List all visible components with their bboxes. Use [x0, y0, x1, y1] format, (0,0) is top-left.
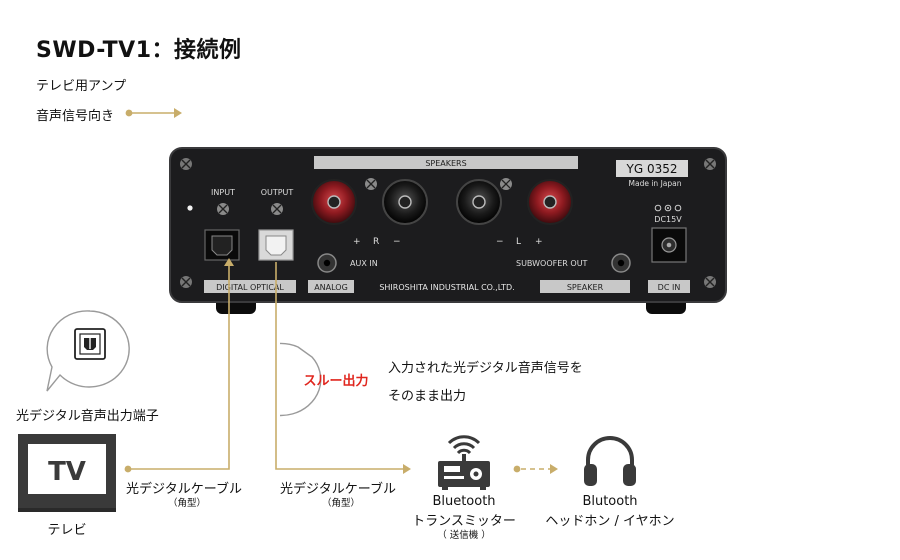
l-channel-label: L: [516, 237, 521, 247]
panel-screw: [271, 203, 283, 215]
terminal-l-minus: [456, 179, 502, 225]
analog-strip: [308, 280, 354, 293]
terminal-l-plus: [527, 179, 573, 225]
legend-device-label: テレビ用アンプ: [36, 79, 127, 94]
terminal-r-plus: [311, 179, 357, 225]
headphones-icon: [584, 436, 636, 486]
passthrough-bubble: スルー出力: [280, 342, 369, 417]
l-plus-sign: +: [535, 237, 543, 247]
speaker-label: SPEAKER: [567, 283, 604, 292]
transmitter-line2: トランスミッター: [412, 514, 516, 529]
aux-in-jack: [317, 253, 337, 273]
r-plus-sign: +: [353, 237, 361, 247]
cable-input-line: [128, 262, 230, 470]
dc-in-label: DC IN: [658, 283, 681, 292]
optical-output-port: [258, 229, 294, 261]
digital-optical-label: DIGITAL OPTICAL: [216, 283, 284, 292]
cable2-note: （角型）: [321, 498, 360, 509]
dc-in-jack: [651, 227, 687, 263]
terminal-r-minus: [382, 179, 428, 225]
panel-screw: [500, 178, 512, 190]
model-plate: [616, 160, 688, 177]
output-label: OUTPUT: [261, 188, 294, 197]
headphones-line2: ヘッドホン / イヤホン: [545, 514, 675, 529]
aux-in-label: AUX IN: [350, 259, 378, 268]
speaker-strip: [540, 280, 630, 293]
r-channel-label: R: [373, 237, 379, 247]
signal-origin-dot: [124, 465, 132, 473]
digital-optical-strip: [204, 280, 296, 293]
optical-input-port: [204, 229, 240, 261]
legend-arrow-icon: [125, 108, 182, 118]
dc-voltage-label: DC15V: [654, 215, 682, 224]
panel-screw: [365, 178, 377, 190]
cable-output-line: [275, 262, 404, 470]
transmitter-icon: [438, 435, 490, 490]
dc-in-strip: [648, 280, 690, 293]
dc-polarity-icon: [654, 204, 682, 212]
corner-screw: [704, 276, 716, 288]
subwoofer-out-label: SUBWOOFER OUT: [516, 259, 588, 268]
arrow-up-icon: [224, 258, 234, 266]
corner-screw: [704, 158, 716, 170]
wireless-signal-icon: [447, 435, 481, 462]
passthrough-line1: 入力された光デジタル音声信号を: [388, 361, 583, 376]
made-in-label: Made in Japan: [629, 179, 682, 188]
manufacturer-label: SHIROSHITA INDUSTRIAL CO.,LTD.: [379, 283, 514, 292]
speakers-bar: [314, 156, 578, 169]
power-led: [187, 205, 193, 211]
wireless-origin-dot: [513, 465, 521, 473]
cable1-note: （角型）: [167, 498, 206, 509]
tv-name: テレビ: [47, 523, 87, 538]
optical-port-icon: [74, 328, 106, 360]
panel-chassis: [169, 147, 727, 303]
amplifier-back-panel: SPEAKERS YG 0352 Made in Japan INPUT OUT…: [169, 147, 727, 314]
r-minus-sign: −: [393, 237, 401, 247]
passthrough-line2: そのまま出力: [388, 389, 467, 404]
speakers-label: SPEAKERS: [425, 159, 466, 168]
optical-port-label: 光デジタル音声出力端子: [16, 409, 159, 424]
tv-icon: TV: [18, 434, 116, 512]
page-title: SWD-TV1：接続例: [36, 38, 242, 63]
arrow-right-icon: [550, 464, 558, 474]
arrow-right-icon: [403, 464, 411, 474]
cable1-label: 光デジタルケーブル: [126, 482, 242, 497]
l-minus-sign: −: [496, 237, 504, 247]
headphones-line1: Blutooth: [582, 494, 638, 509]
model-number: YG 0352: [626, 162, 678, 176]
optical-port-bubble: [46, 310, 130, 392]
transmitter-note: （ 送信機 ）: [437, 530, 491, 541]
legend-direction-label: 音声信号向き: [36, 109, 115, 124]
corner-screw: [180, 158, 192, 170]
passthrough-badge: スルー出力: [303, 373, 368, 389]
analog-label: ANALOG: [314, 283, 348, 292]
subwoofer-out-jack: [611, 253, 631, 273]
transmitter-line1: Bluetooth: [432, 494, 496, 509]
input-label: INPUT: [211, 188, 235, 197]
cable2-label: 光デジタルケーブル: [280, 482, 396, 497]
corner-screw: [180, 276, 192, 288]
panel-screw: [217, 203, 229, 215]
tv-screen-text: TV: [48, 457, 86, 487]
